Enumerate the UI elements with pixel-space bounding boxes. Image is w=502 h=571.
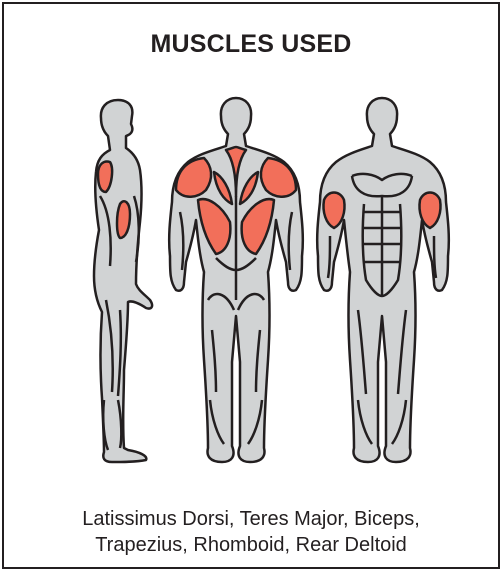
front-bicep-left xyxy=(323,193,344,229)
muscles-caption: Latissimus Dorsi, Teres Major, Biceps, T… xyxy=(0,506,502,558)
back-rear-deltoid-right xyxy=(261,158,296,197)
side-latissimus xyxy=(117,201,130,238)
side-rear-deltoid xyxy=(98,162,112,193)
figure-front-view xyxy=(317,98,449,462)
caption-line-1: Latissimus Dorsi, Teres Major, Biceps, xyxy=(0,506,502,532)
figure-side-view xyxy=(94,100,152,462)
figure-back-view xyxy=(169,98,303,462)
back-rear-deltoid-left xyxy=(176,158,211,197)
caption-line-2: Trapezius, Rhomboid, Rear Deltoid xyxy=(0,532,502,558)
front-bicep-right xyxy=(419,193,440,229)
